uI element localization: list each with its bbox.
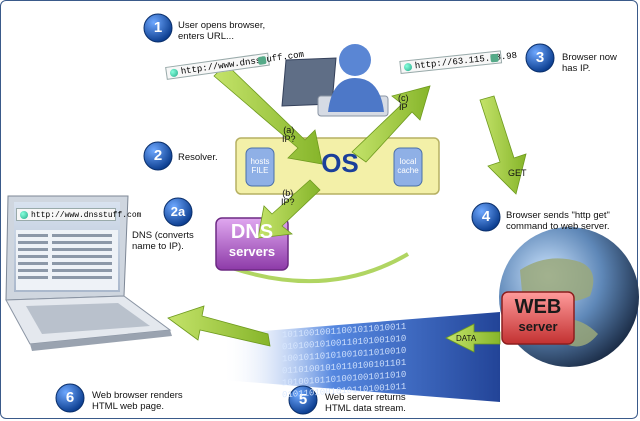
globe-icon	[169, 68, 179, 78]
globe-icon	[20, 211, 28, 219]
binary-stream-text: 10110010011001011010011 0101001010011010…	[282, 315, 494, 408]
arrow-render	[167, 305, 271, 347]
step-badge-2	[143, 141, 173, 171]
return-arc	[231, 252, 410, 284]
step-6-text: Web browser renders HTML web page.	[92, 390, 183, 412]
step-number-4: 4	[481, 208, 491, 225]
go-icon	[490, 53, 499, 63]
step-number-1: 1	[153, 19, 163, 36]
step-badge-5	[288, 385, 318, 415]
arrow-a-label: (a) IP?	[282, 125, 296, 144]
step-number-2a: 2a	[170, 204, 186, 219]
arrow-b-label: (b) IP?	[281, 188, 295, 207]
step-badge-4	[471, 202, 501, 232]
os-panel	[235, 137, 440, 195]
step-2-text: Resolver.	[178, 152, 218, 163]
hosts-file-label: hosts FILE	[250, 157, 270, 175]
step-number-6: 6	[65, 389, 75, 406]
arrow-get	[479, 95, 527, 195]
os-title: OS	[321, 148, 359, 178]
step-2a-text: DNS (converts name to IP).	[132, 230, 194, 252]
arrow-data-label: DATA	[456, 334, 477, 343]
arrow-c-label: (c) IP	[398, 93, 409, 112]
arrow-a	[213, 63, 323, 165]
arrow-c	[351, 85, 431, 163]
local-cache-label: local cache	[397, 157, 419, 175]
step-3-text: Browser now has IP.	[562, 52, 617, 74]
url-bar-laptop[interactable]: http://www.dnsstuff.com	[16, 208, 141, 221]
web-server-box	[501, 291, 575, 345]
step-1-text: User opens browser, enters URL...	[178, 20, 266, 42]
arrow-b	[257, 179, 321, 239]
data-stream	[222, 312, 500, 402]
user-at-computer-icon	[281, 44, 389, 117]
dns-title: DNS	[230, 221, 274, 243]
dns-subtitle: servers	[228, 244, 276, 259]
step-badge-1	[143, 13, 173, 43]
step-badge-3	[525, 43, 555, 73]
arrow-data	[445, 323, 501, 353]
step-number-5: 5	[298, 391, 308, 408]
step-5-text: Web server returns HTML data stream.	[325, 392, 406, 414]
step-number-2: 2	[153, 147, 163, 164]
step-badge-2a	[163, 197, 193, 227]
step-4-text: Browser sends "http get" command to web …	[506, 210, 610, 232]
step-badge-6	[55, 383, 85, 413]
web-subtitle: server	[518, 319, 558, 334]
go-icon	[257, 55, 267, 66]
step-number-3: 3	[535, 49, 545, 66]
globe-icon	[403, 62, 413, 72]
web-title: WEB	[514, 296, 562, 318]
arrow-get-label: GET	[508, 168, 527, 178]
